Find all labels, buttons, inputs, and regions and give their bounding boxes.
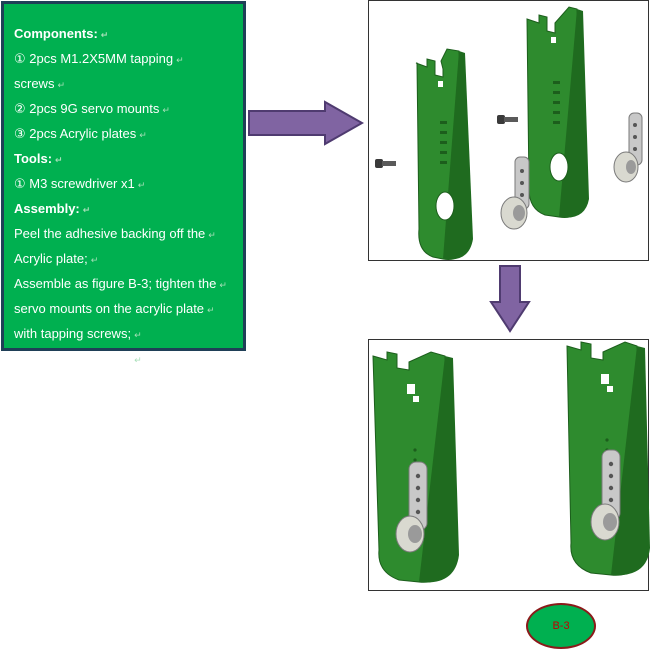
component-item: ③ 2pcs Acrylic plates — [14, 126, 137, 141]
servo-mount — [613, 112, 643, 183]
down-arrow-icon — [489, 265, 531, 333]
component-item: screws — [14, 76, 55, 91]
assembly-step: with tapping screws; — [14, 326, 132, 341]
right-arrow-icon — [248, 100, 365, 146]
assembled-illustration — [372, 341, 650, 583]
assembly-step: Shown as figure B-3 — [14, 351, 132, 366]
parts-illustration — [375, 6, 643, 261]
assembly-step: Acrylic plate; — [14, 251, 88, 266]
component-item: ② 2pcs 9G servo mounts — [14, 101, 160, 116]
assembly-step: servo mounts on the acrylic plate — [14, 301, 205, 316]
components-heading: Components: — [14, 26, 98, 41]
acrylic-plate — [415, 48, 473, 261]
component-item: ① 2pcs M1.2X5MM tapping — [14, 51, 174, 66]
acrylic-plate — [372, 351, 459, 583]
parts-exploded-view — [368, 0, 649, 261]
tapping-screw — [375, 159, 396, 168]
figure-label-badge: B-3 — [526, 603, 596, 649]
tool-item: ① M3 screwdriver x1 — [14, 176, 135, 191]
servo-mount — [395, 461, 428, 553]
assembly-step: Assemble as figure B-3; tighten the — [14, 276, 217, 291]
assembly-step: Peel the adhesive backing off the — [14, 226, 206, 241]
acrylic-plate — [566, 341, 650, 576]
assembled-view — [368, 339, 650, 591]
assembly-heading: Assembly: — [14, 201, 80, 216]
servo-mount — [500, 156, 530, 230]
tools-heading: Tools: — [14, 151, 53, 166]
instructions-box: Components:↵ ① 2pcs M1.2X5MM tapping↵ sc… — [1, 1, 246, 366]
tapping-screw — [497, 115, 518, 124]
figure-label: B-3 — [552, 620, 570, 632]
servo-mount — [590, 449, 621, 541]
acrylic-plate — [526, 6, 589, 219]
